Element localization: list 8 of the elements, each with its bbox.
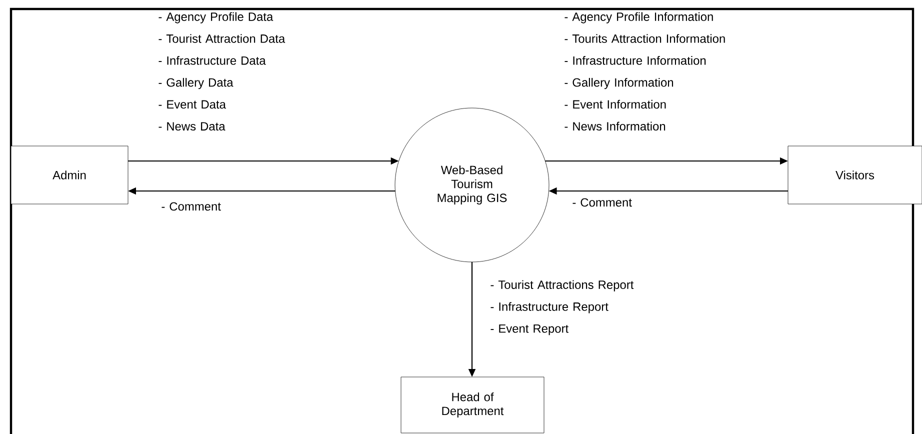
edge-label: - Agency Profile Information - Tourits Attraction Information - Infrastructure Information - Gallery Information - Event Information - News Information — [564, 12, 725, 131]
entity-box: Admin — [10, 146, 128, 204]
edge-label: - Comment — [162, 202, 221, 211]
entity-box: Visitors — [788, 146, 922, 204]
edge-label: - Comment — [572, 198, 632, 207]
entity-box: Head of Department — [400, 376, 544, 434]
edge-label: - Tourist Attractions Report - Infrastructure Report - Event Report — [490, 280, 634, 336]
edge-label: - Agency Profile Data - Tourist Attraction Data - Infrastructure Data - Gallery Data - Event Data - News Data — [158, 12, 286, 131]
